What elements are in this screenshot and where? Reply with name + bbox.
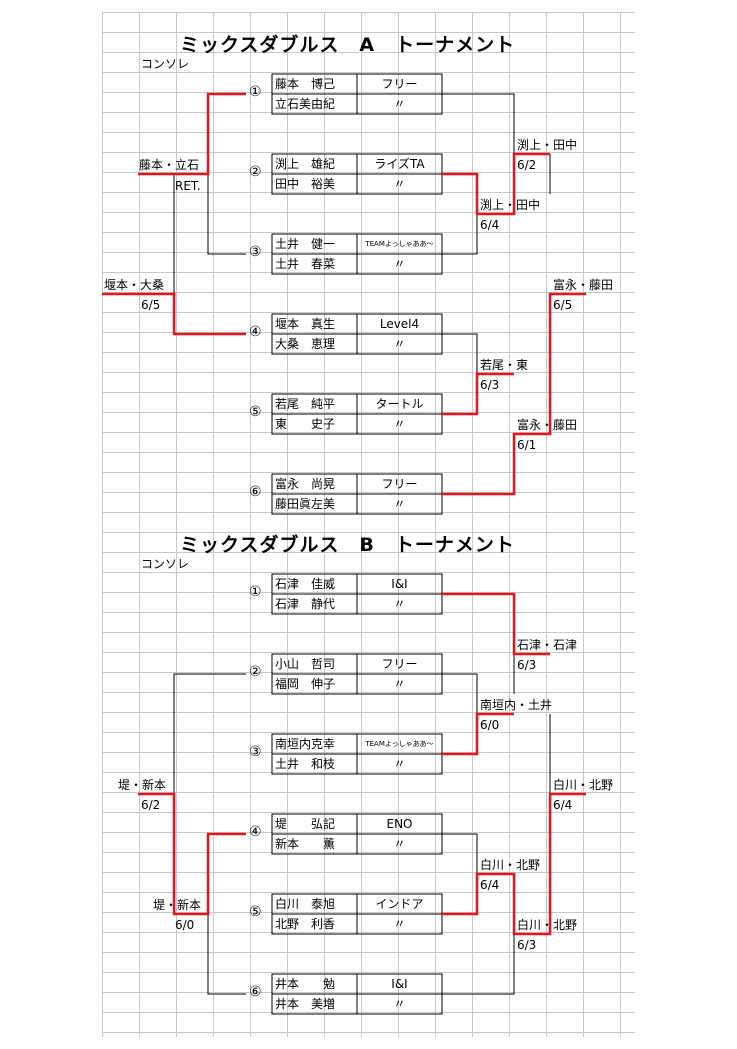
team-name: Level4 [379,317,420,331]
team-name: TEAMよっしゃああ～ [365,740,434,748]
team-name: フリー [381,77,418,91]
match-score: 6/3 [480,378,500,392]
match-winner: 渕上・田中 [517,138,578,152]
final-winner: 富永・藤田 [553,278,614,292]
player-name: 大桑 恵理 [275,337,336,351]
consolation-winner: 藤本・立石 [139,158,200,172]
tournament-b-title: ミックスダブルス B トーナメント [180,534,515,556]
match-score: 6/3 [517,658,537,672]
consolation-score: RET. [175,179,201,193]
team-ditto: 〃 [393,597,406,611]
player-name: 立石美由紀 [275,97,336,111]
player-name: 渕上 雄紀 [275,157,336,171]
team-ditto: 〃 [393,837,406,851]
final-score: 6/5 [553,298,573,312]
player-name: 藤本 博己 [275,77,336,91]
match-winner: 白川・北野 [480,858,541,872]
team-ditto: 〃 [393,677,406,691]
entry-number: ② [249,164,262,180]
team-ditto: 〃 [393,997,406,1011]
match-winner: 若尾・東 [480,358,529,372]
team-name: インドア [375,897,424,911]
team-ditto: 〃 [393,337,406,351]
player-name: 東 史子 [275,417,336,431]
team-name: フリー [381,657,418,671]
player-name: 新本 薫 [275,837,336,851]
player-name: 堰本 真生 [275,317,336,331]
player-name: 小山 哲司 [275,657,336,671]
entry-number: ⑥ [249,484,262,500]
consolation-final-score: 6/2 [141,798,161,812]
match-score: 6/4 [480,878,500,892]
team-name: タートル [375,397,424,411]
team-name: ENO [386,817,413,831]
team-ditto: 〃 [393,177,406,191]
entry-number: ① [249,584,262,600]
entry-number: ⑤ [249,404,262,420]
player-name: 井本 美増 [275,997,336,1011]
final-winner: 白川・北野 [553,778,614,792]
match-score: 6/1 [517,438,537,452]
player-name: 南垣内克幸 [275,737,336,751]
player-name: 田中 裕美 [275,177,336,191]
entry-number: ⑥ [249,984,262,1000]
consolation-winner: 堤・新本 [153,898,202,912]
match-score: 6/0 [480,718,500,732]
match-winner: 石津・石津 [517,638,578,652]
team-name: TEAMよっしゃああ～ [365,240,434,248]
match-winner: 南垣内・土井 [480,698,553,712]
match-score: 6/2 [517,158,537,172]
team-name: フリー [381,477,418,491]
match-winner: 白川・北野 [517,918,578,932]
consolation-final-winner: 堰本・大桑 [104,278,165,292]
final-score: 6/4 [553,798,573,812]
entry-number: ⑤ [249,904,262,920]
entry-number: ② [249,664,262,680]
player-name: 石津 静代 [275,597,336,611]
player-name: 土井 和枝 [275,757,336,771]
player-name: 堤 弘記 [275,817,336,831]
match-score: 6/4 [480,218,500,232]
team-ditto: 〃 [393,97,406,111]
player-name: 北野 利香 [275,917,336,931]
tournament-a-title: ミックスダブルス A トーナメント [180,34,516,56]
team-ditto: 〃 [393,757,406,771]
entry-number: ④ [249,824,262,840]
player-name: 若尾 純平 [275,397,336,411]
consolation-label-b: コンソレ [141,557,190,571]
team-ditto: 〃 [393,917,406,931]
consolation-final-score: 6/5 [141,298,161,312]
consolation-score: 6/0 [175,918,195,932]
player-name: 福岡 伸子 [275,677,336,691]
entry-number: ③ [249,244,262,260]
team-name: ライズTA [374,157,425,171]
player-name: 白川 泰旭 [275,897,336,911]
consolation-final-winner: 堤・新本 [118,778,167,792]
match-winner: 渕上・田中 [480,198,541,212]
match-score: 6/3 [517,938,537,952]
entry-number: ④ [249,324,262,340]
consolation-label-a: コンソレ [141,57,190,71]
player-name: 井本 勉 [275,977,336,991]
team-name: I&I [391,577,408,591]
player-name: 土井 春菜 [275,257,336,271]
player-name: 藤田眞左美 [275,497,336,511]
entry-number: ① [249,84,262,100]
player-name: 土井 健一 [275,237,336,251]
player-name: 富永 尚晃 [275,477,336,491]
team-ditto: 〃 [393,497,406,511]
player-name: 石津 佳威 [275,577,336,591]
team-ditto: 〃 [393,417,406,431]
match-winner: 富永・藤田 [517,418,578,432]
team-name: I&I [391,977,408,991]
entry-number: ③ [249,744,262,760]
team-ditto: 〃 [393,257,406,271]
